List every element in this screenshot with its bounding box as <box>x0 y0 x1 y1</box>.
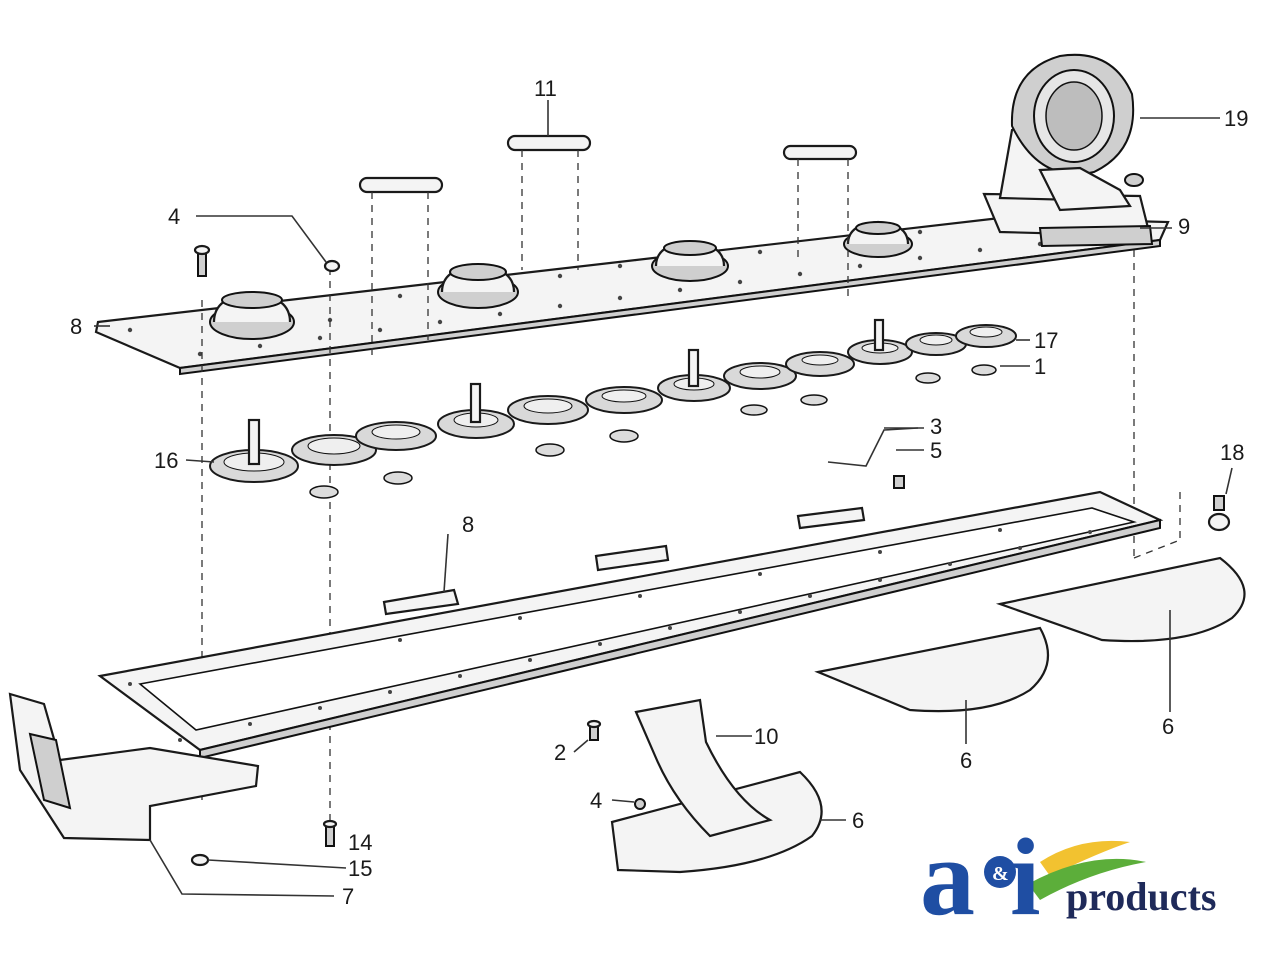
bolt <box>193 244 211 277</box>
callout-9: 9 <box>1178 214 1190 239</box>
gear <box>585 386 663 414</box>
shift-lever <box>827 427 919 489</box>
bearing-cap <box>437 263 519 309</box>
washer <box>634 798 646 810</box>
callout-11: 11 <box>534 76 557 101</box>
logo-word-products: products <box>1066 874 1216 919</box>
bearing-cap <box>209 291 295 340</box>
bolt <box>586 719 602 741</box>
gear <box>723 362 797 390</box>
callout-7: 7 <box>342 884 354 909</box>
spacer-strap <box>358 134 858 194</box>
gear <box>437 382 515 439</box>
callout-5: 5 <box>930 438 942 463</box>
callout-15: 15 <box>348 856 372 881</box>
callout-14: 14 <box>348 830 372 855</box>
logo-letter-a: a <box>920 816 975 938</box>
logo-ampersand: & <box>992 863 1009 885</box>
gear <box>785 351 855 377</box>
callout-18: 18 <box>1220 440 1244 465</box>
gear <box>847 318 913 365</box>
gear <box>209 418 299 483</box>
brand-logo: a i & products <box>920 816 1216 938</box>
callout-6: 6 <box>960 748 972 773</box>
callout-8: 8 <box>462 512 474 537</box>
callout-10: 10 <box>754 724 778 749</box>
washer <box>323 259 341 273</box>
washer <box>190 853 210 867</box>
gearbox-housing <box>982 53 1154 248</box>
callout-3: 3 <box>930 414 942 439</box>
bolt <box>1207 495 1231 532</box>
logo-swoosh-yellow <box>1040 840 1130 876</box>
bolt <box>322 819 338 847</box>
callout-1: 1 <box>1034 354 1046 379</box>
top-cover-plate <box>94 216 1170 376</box>
callout-8: 8 <box>70 314 82 339</box>
callout-4: 4 <box>590 788 602 813</box>
bearing-cap <box>843 220 913 258</box>
callout-6: 6 <box>1162 714 1174 739</box>
guard-plate <box>634 698 773 838</box>
gear <box>657 348 731 402</box>
callout-2: 2 <box>554 740 566 765</box>
logo-swoosh-green <box>1028 858 1146 900</box>
callout-4: 4 <box>168 204 180 229</box>
gear-train <box>209 318 1017 499</box>
gear <box>291 434 377 466</box>
callout-16: 16 <box>154 448 178 473</box>
gear <box>955 324 1017 348</box>
bottom-pan <box>97 490 1164 760</box>
leader-lines <box>94 100 1233 897</box>
callout-labels: 11 19 4 9 8 17 1 3 5 16 18 8 10 2 4 6 6 … <box>70 76 1248 909</box>
mounting-bracket <box>8 692 260 842</box>
callout-17: 17 <box>1034 328 1058 353</box>
logo-amp-badge <box>984 856 1016 888</box>
gear <box>507 395 589 425</box>
callout-19: 19 <box>1224 106 1248 131</box>
callout-6: 6 <box>852 808 864 833</box>
bearing-cap <box>651 240 729 282</box>
gear <box>355 421 437 451</box>
